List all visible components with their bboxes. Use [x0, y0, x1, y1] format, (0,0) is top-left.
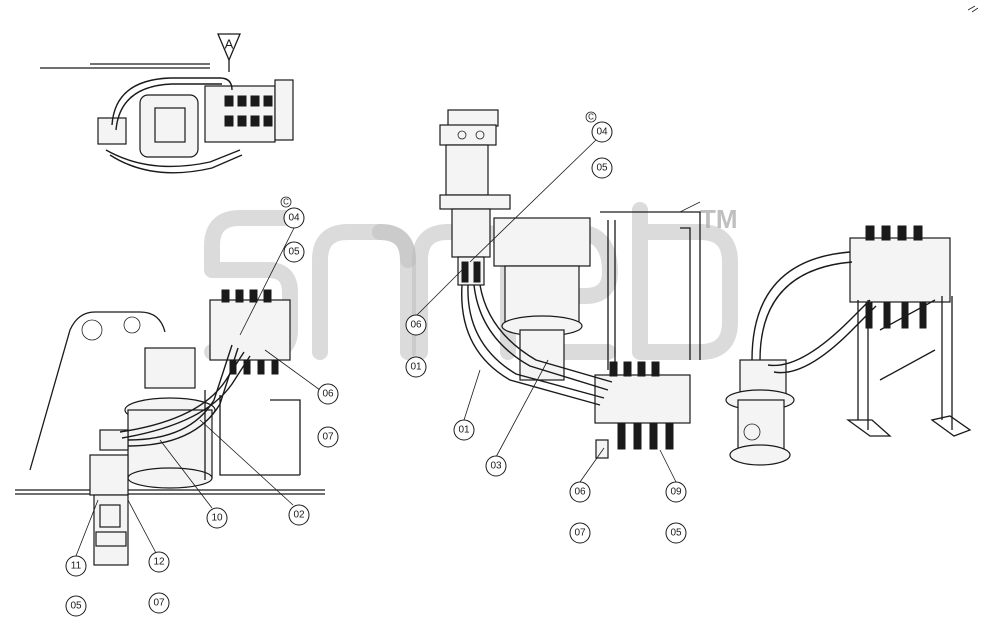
callout-left-11: 11 [71, 561, 82, 572]
callout-left-05: 05 [288, 247, 300, 258]
detail-c-mark-center: C [588, 113, 594, 122]
callout-center-09: 09 [670, 487, 682, 498]
valve-spools-a [224, 95, 273, 127]
valve-spools-left [221, 289, 279, 375]
callout-left-05b: 05 [70, 601, 82, 612]
callout-center-01a: 01 [410, 362, 422, 373]
callouts-left: C 04 05 06 07 10 02 11 12 05 07 [65, 196, 339, 617]
callout-center-04: 04 [596, 127, 608, 138]
callout-center-03: 03 [490, 461, 502, 472]
callout-center-06b: 06 [574, 487, 586, 498]
watermark-tm: TM [700, 204, 738, 234]
callout-left-06: 06 [322, 389, 334, 400]
callout-center-05: 05 [596, 163, 608, 174]
callout-center-05b: 05 [670, 528, 682, 539]
callout-left-04: 04 [288, 213, 300, 224]
valve-spools-center [609, 361, 674, 450]
left-assembly [15, 289, 325, 566]
callout-left-07: 07 [322, 432, 334, 443]
center-assembly [439, 109, 701, 459]
callout-center-06: 06 [410, 320, 422, 331]
right-assembly [725, 225, 972, 466]
corner-mark [967, 5, 979, 13]
callout-center-01b: 01 [458, 425, 470, 436]
callout-center-07: 07 [574, 528, 586, 539]
callout-left-02: 02 [293, 510, 305, 521]
callout-left-12: 12 [153, 557, 165, 568]
callouts-center: C 04 05 06 01 01 03 06 07 09 05 [405, 111, 687, 544]
view-label: A [225, 37, 234, 52]
callout-left-07b: 07 [153, 598, 165, 609]
detail-view-a: A [40, 33, 294, 174]
detail-c-mark-left: C [283, 198, 289, 207]
view-arrow [217, 33, 241, 62]
callout-left-10: 10 [211, 513, 223, 524]
